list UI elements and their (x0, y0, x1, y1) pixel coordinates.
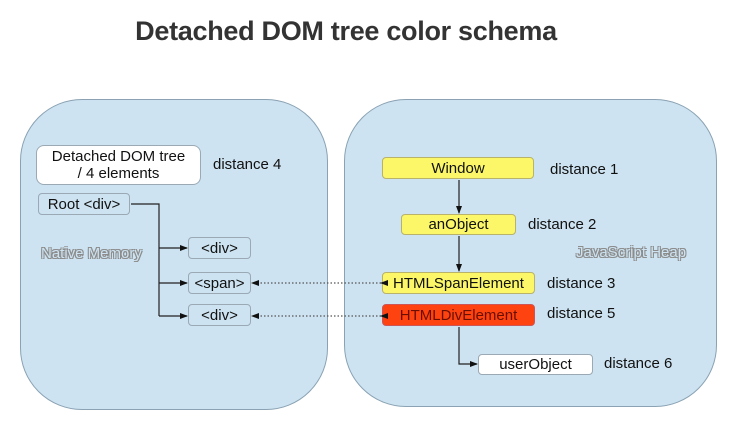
detached-tree-distance: distance 4 (213, 156, 282, 173)
detached-tree-line2: / 4 elements (77, 165, 160, 182)
window-distance: distance 1 (550, 161, 619, 178)
htmldivelement-node: HTMLDivElement (382, 304, 535, 326)
htmldivelement-distance: distance 5 (547, 305, 616, 322)
htmlspanelement-distance: distance 3 (547, 275, 616, 292)
detached-dom-tree-node: Detached DOM tree / 4 elements (36, 145, 201, 185)
userobject-node: userObject (478, 354, 593, 375)
diagram-title: Detached DOM tree color schema (135, 16, 557, 46)
anobject-node: anObject (401, 214, 516, 235)
child-div-node: <div> (188, 237, 251, 259)
child-div-node-2: <div> (188, 304, 251, 326)
javascript-heap-label: JavaScript Heap (576, 244, 687, 261)
userobject-distance: distance 6 (604, 355, 673, 372)
native-memory-label: Native Memory (41, 245, 142, 262)
htmlspanelement-node: HTMLSpanElement (382, 272, 535, 294)
detached-tree-line1: Detached DOM tree (51, 148, 186, 165)
window-node: Window (382, 157, 534, 179)
root-div-node: Root <div> (38, 193, 130, 215)
anobject-distance: distance 2 (528, 216, 597, 233)
child-span-node: <span> (188, 272, 251, 294)
